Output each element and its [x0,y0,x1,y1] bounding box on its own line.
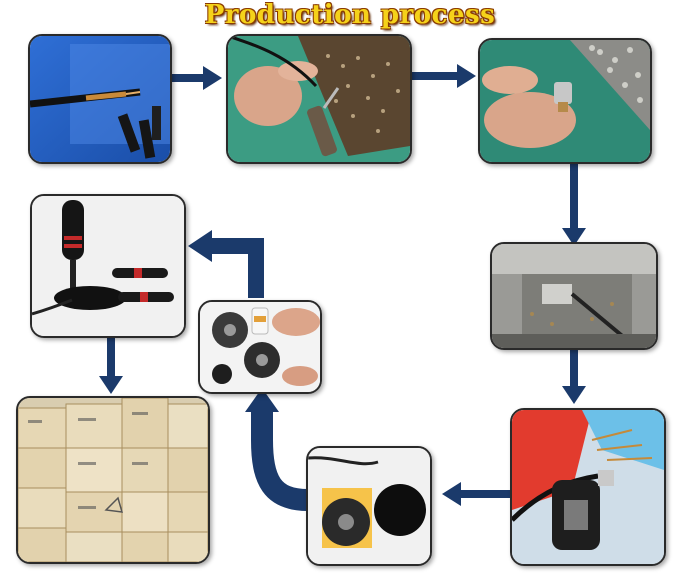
arrow-left-icon [442,482,510,506]
glue-photo-icon [200,302,320,392]
arrow-down-icon [99,334,123,394]
arrow-down-icon [562,350,586,404]
step-photo-connector-crimping [478,38,652,164]
arrow-curved-up-icon [245,388,309,511]
step-photo-packaging [16,396,210,564]
magnet-base-photo-icon [308,448,430,564]
page-title: Production process [204,0,496,30]
antenna-photo-icon [32,196,184,336]
step-photo-finished-antenna [30,194,186,338]
cable-photo-icon [30,36,170,162]
arrow-right-icon [410,64,476,88]
arrow-right-icon [170,66,222,90]
step-photo-cable-stripping [28,34,172,164]
step-photo-connector-assembly [510,408,666,566]
arrow-down-icon [562,160,586,246]
soldering-photo-icon [228,36,410,162]
step-photo-adhesive-application [198,300,322,394]
cartons-photo-icon [18,398,208,562]
step-photo-machining [490,242,658,350]
arrow-bent-left-icon [188,230,264,298]
connector-photo-icon [480,40,650,162]
step-photo-base-assembly [306,446,432,566]
step-photo-soldering [226,34,412,164]
assembly-photo-icon [512,410,664,564]
lathe-photo-icon [492,244,656,348]
